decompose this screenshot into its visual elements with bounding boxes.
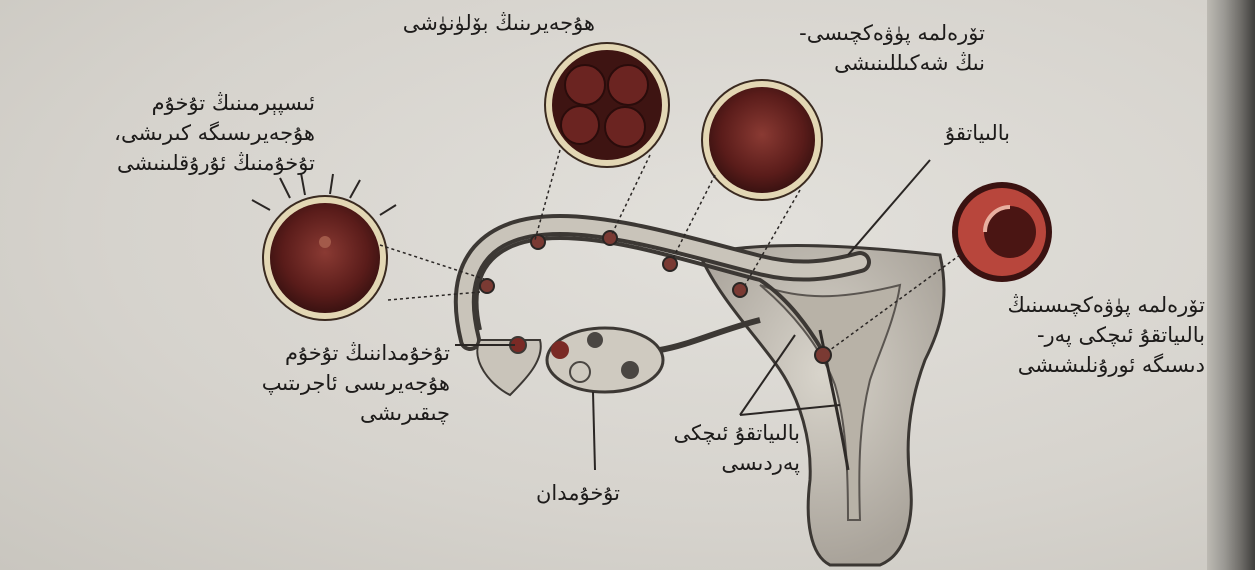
label-endometrium: بالىياتقۇ ئىچكى پەردىسى [620, 418, 800, 478]
label-implantation: تۆرەلمە پۈۋەكچىسىنىڭ بالىياتقۇ ئىچكى پەر… [975, 290, 1205, 380]
label-ovulation: تۇخۇمداننىڭ تۇخۇم ھۇجەيرىسى ئاجرىتىپ چىق… [175, 338, 450, 428]
label-uterus: بالىياتقۇ [880, 118, 1010, 148]
blastocyst-circle [952, 182, 1052, 282]
cell-division-circle [545, 43, 669, 167]
ovary-illustration [477, 320, 760, 395]
label-sperm-entry: ئىسپېرمىنىڭ تۇخۇم ھۇجەيرىسىگە كىرىشى، تۇ… [5, 88, 315, 178]
fertilized-egg-circle [252, 173, 396, 320]
morula-circle [702, 80, 822, 200]
label-cell-division: ھۇجەيرىنىڭ بۆلۈنۈشى [335, 8, 595, 38]
label-ovary: تۇخۇمدان [500, 478, 620, 508]
label-embryo-formation: تۆرەلمە پۈۋەكچىسى- نىڭ شەكىللىنىشى [745, 18, 985, 78]
